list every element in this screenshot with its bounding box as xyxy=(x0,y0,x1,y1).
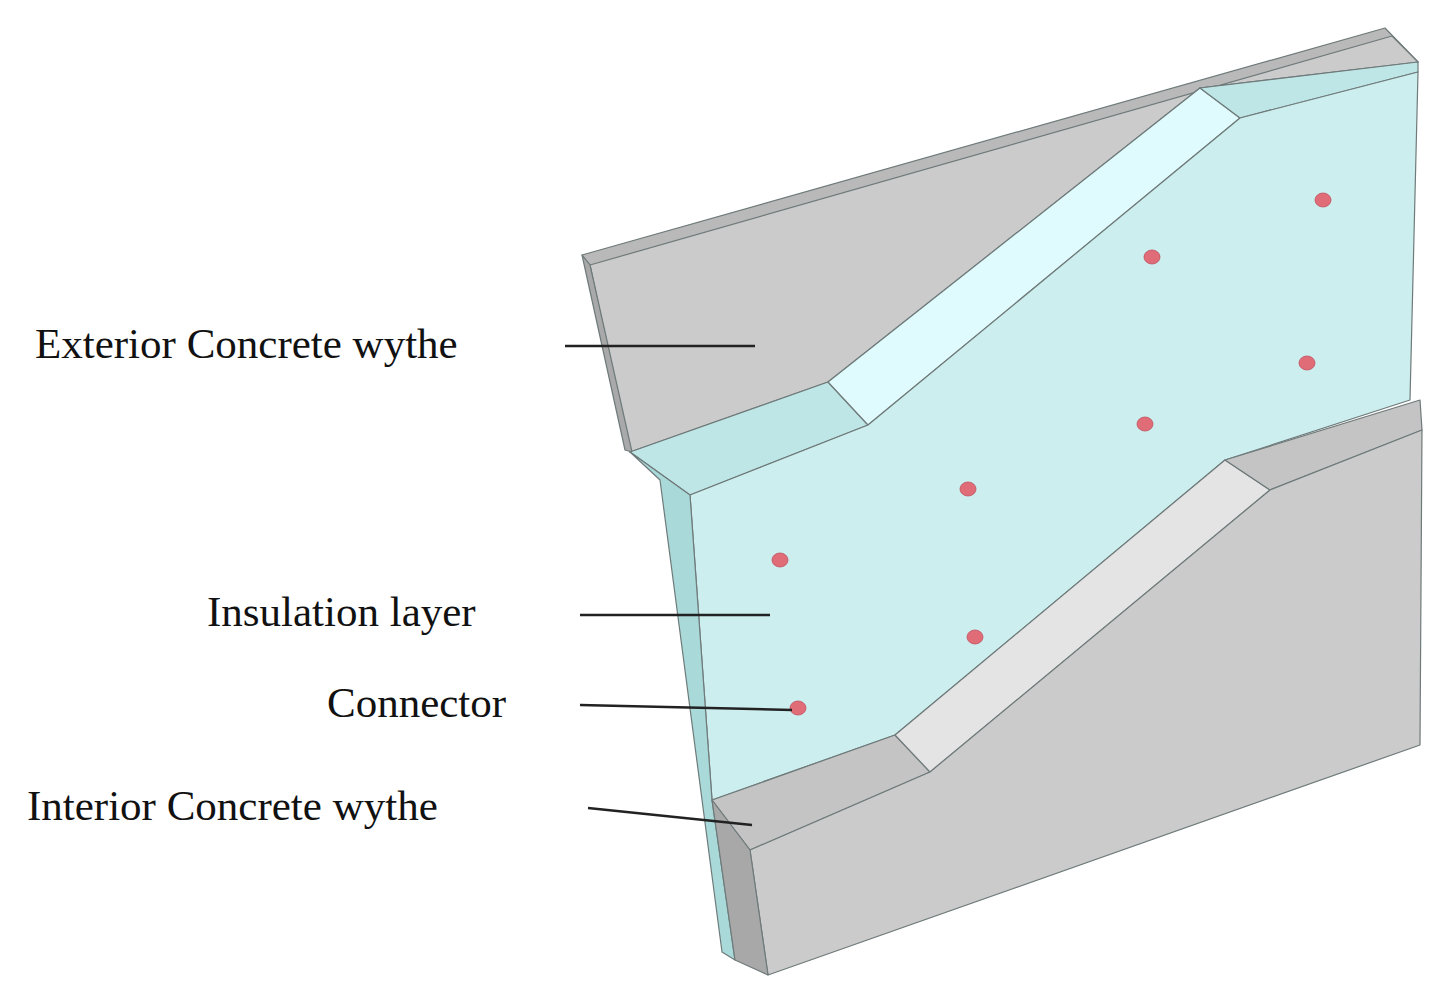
connector-dots xyxy=(772,193,1331,715)
leader-line xyxy=(580,705,792,710)
interior-wythe-side xyxy=(712,800,768,975)
leader-line xyxy=(565,345,755,348)
leader-line xyxy=(580,614,770,617)
part-label: Connector xyxy=(327,681,506,724)
part-label: Interior Concrete wythe xyxy=(27,784,438,827)
leader-line xyxy=(588,808,752,825)
interior-wythe-face xyxy=(750,430,1422,975)
part-label: Exterior Concrete wythe xyxy=(35,322,458,365)
exterior-wythe-side xyxy=(582,255,632,452)
part-label: Insulation layer xyxy=(207,590,476,633)
